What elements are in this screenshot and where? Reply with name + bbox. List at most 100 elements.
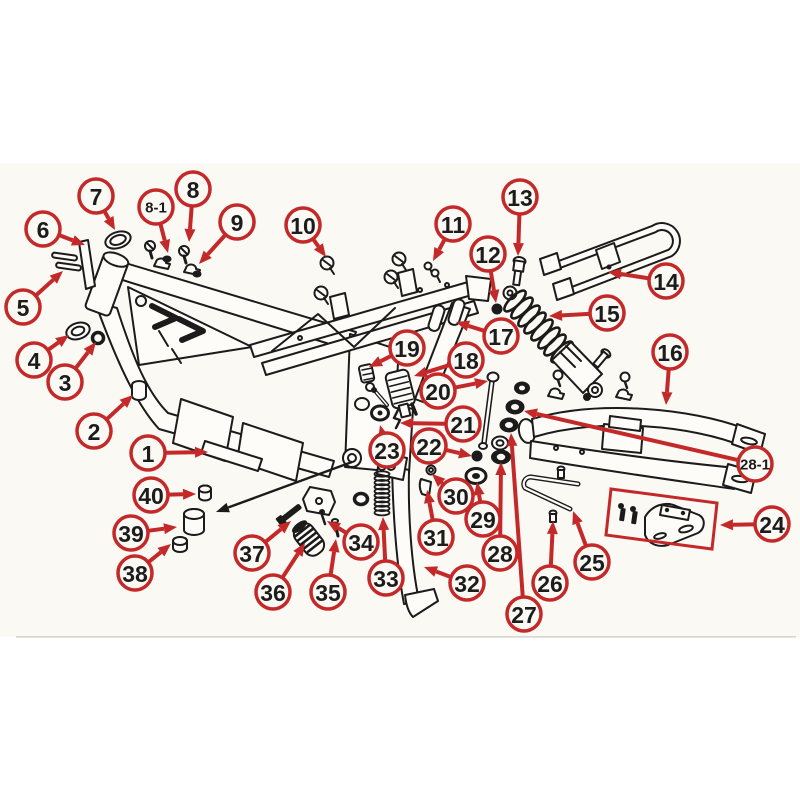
steering-stop-plate [78, 239, 96, 290]
callout-arrow [328, 539, 340, 575]
frame-logo-chevron [176, 316, 206, 343]
callout-arrow [473, 482, 485, 502]
callout-7: 7 [77, 177, 115, 230]
callout-arrow [455, 378, 488, 390]
callout-24: 24 [720, 505, 791, 543]
callout-circle [233, 534, 271, 572]
callout-arrow [184, 206, 196, 242]
callout-circle [501, 178, 539, 216]
callout-circle [573, 543, 611, 581]
callout-arrow [311, 238, 326, 257]
callout-26: 26 [531, 521, 569, 602]
callout-circle [112, 514, 150, 552]
callout-circle [410, 427, 448, 465]
callout-4: 4 [15, 335, 69, 379]
callout-28: 28 [481, 462, 519, 572]
head-tube [84, 251, 130, 317]
callout-arrow [512, 214, 524, 256]
callout-circle [77, 177, 115, 215]
callout-32: 32 [424, 564, 486, 602]
callout-number: 1 [142, 441, 155, 467]
callout-arrow [424, 566, 451, 579]
callout-number: 20 [425, 379, 451, 405]
callout-arrow [546, 521, 558, 566]
callout-number: 30 [443, 484, 469, 510]
callout-number: 32 [454, 571, 480, 597]
callout-circle [417, 518, 455, 556]
callout-19: 19 [369, 329, 426, 367]
callout-16: 16 [651, 333, 689, 405]
callout-circle [753, 505, 791, 543]
callout-number: 35 [315, 580, 341, 606]
callout-circle [448, 564, 486, 602]
callout-number: 16 [657, 340, 683, 366]
callout-arrow [378, 517, 390, 561]
callout-circle [447, 341, 485, 379]
callout-circle [368, 431, 406, 469]
callout-arrow [165, 446, 208, 458]
callout-39: 39 [112, 514, 177, 552]
callout-22: 22 [410, 427, 472, 465]
callout-number: 12 [475, 242, 501, 268]
callout-20: 20 [419, 372, 488, 410]
callout-circle [75, 412, 113, 450]
callout-number: 9 [231, 210, 244, 236]
callout-circle [469, 235, 507, 273]
callout-circle [129, 434, 167, 472]
callout-number: 37 [239, 541, 265, 567]
callout-number: 15 [594, 301, 620, 327]
callout-number: 39 [118, 521, 144, 547]
callout-circle [437, 477, 475, 515]
callout-arrow [506, 433, 525, 597]
callout-arrow [35, 271, 63, 297]
callout-number: 8 [187, 177, 200, 203]
callout-circle [309, 573, 347, 611]
callout-40: 40 [132, 476, 196, 514]
callout-arrow [105, 395, 133, 421]
callout-circle [388, 329, 426, 367]
callout-25: 25 [572, 511, 611, 581]
callout-circle [218, 203, 256, 241]
callout-arrow [720, 519, 755, 531]
callout-number: 10 [290, 213, 316, 239]
callout-number: 24 [759, 512, 785, 538]
callout-number: 7 [90, 184, 103, 210]
callout-3: 3 [46, 342, 96, 401]
line-art [51, 222, 766, 618]
callout-number: 34 [348, 530, 374, 556]
callout-21: 21 [400, 405, 482, 443]
callout-arrow [327, 521, 347, 535]
callout-arrow [281, 543, 305, 579]
callout-13: 13 [501, 178, 539, 256]
shock-top-bolt [512, 256, 527, 287]
callout-1: 1 [129, 434, 208, 472]
swingarm-drawing [517, 407, 766, 494]
callout-12: 12 [469, 235, 507, 303]
callout-circle [15, 341, 53, 379]
callout-36: 36 [254, 543, 305, 611]
callout-33: 33 [367, 517, 405, 597]
callout-arrow [103, 210, 115, 230]
callout-arrow [264, 521, 291, 544]
callout-23: 23 [368, 425, 406, 469]
callout-number: 3 [59, 370, 72, 396]
frame-drawing [84, 251, 492, 482]
callout-number: 31 [423, 525, 449, 551]
callout-2: 2 [75, 395, 133, 450]
callout-number: 8-1 [145, 200, 167, 217]
shock-absorber-drawing [502, 285, 612, 398]
callout-number: 26 [537, 571, 563, 597]
callout-arrow [572, 511, 588, 546]
callout-number: 11 [441, 212, 466, 238]
callout-37: 37 [233, 521, 291, 572]
callout-5: 5 [4, 271, 63, 326]
callout-circle [505, 595, 543, 633]
callout-arrow [488, 271, 500, 303]
callout-arrow [424, 490, 435, 520]
chain-guide-highlight-box [604, 487, 719, 551]
callout-arrow [661, 369, 673, 405]
callout-number: 14 [653, 269, 679, 295]
